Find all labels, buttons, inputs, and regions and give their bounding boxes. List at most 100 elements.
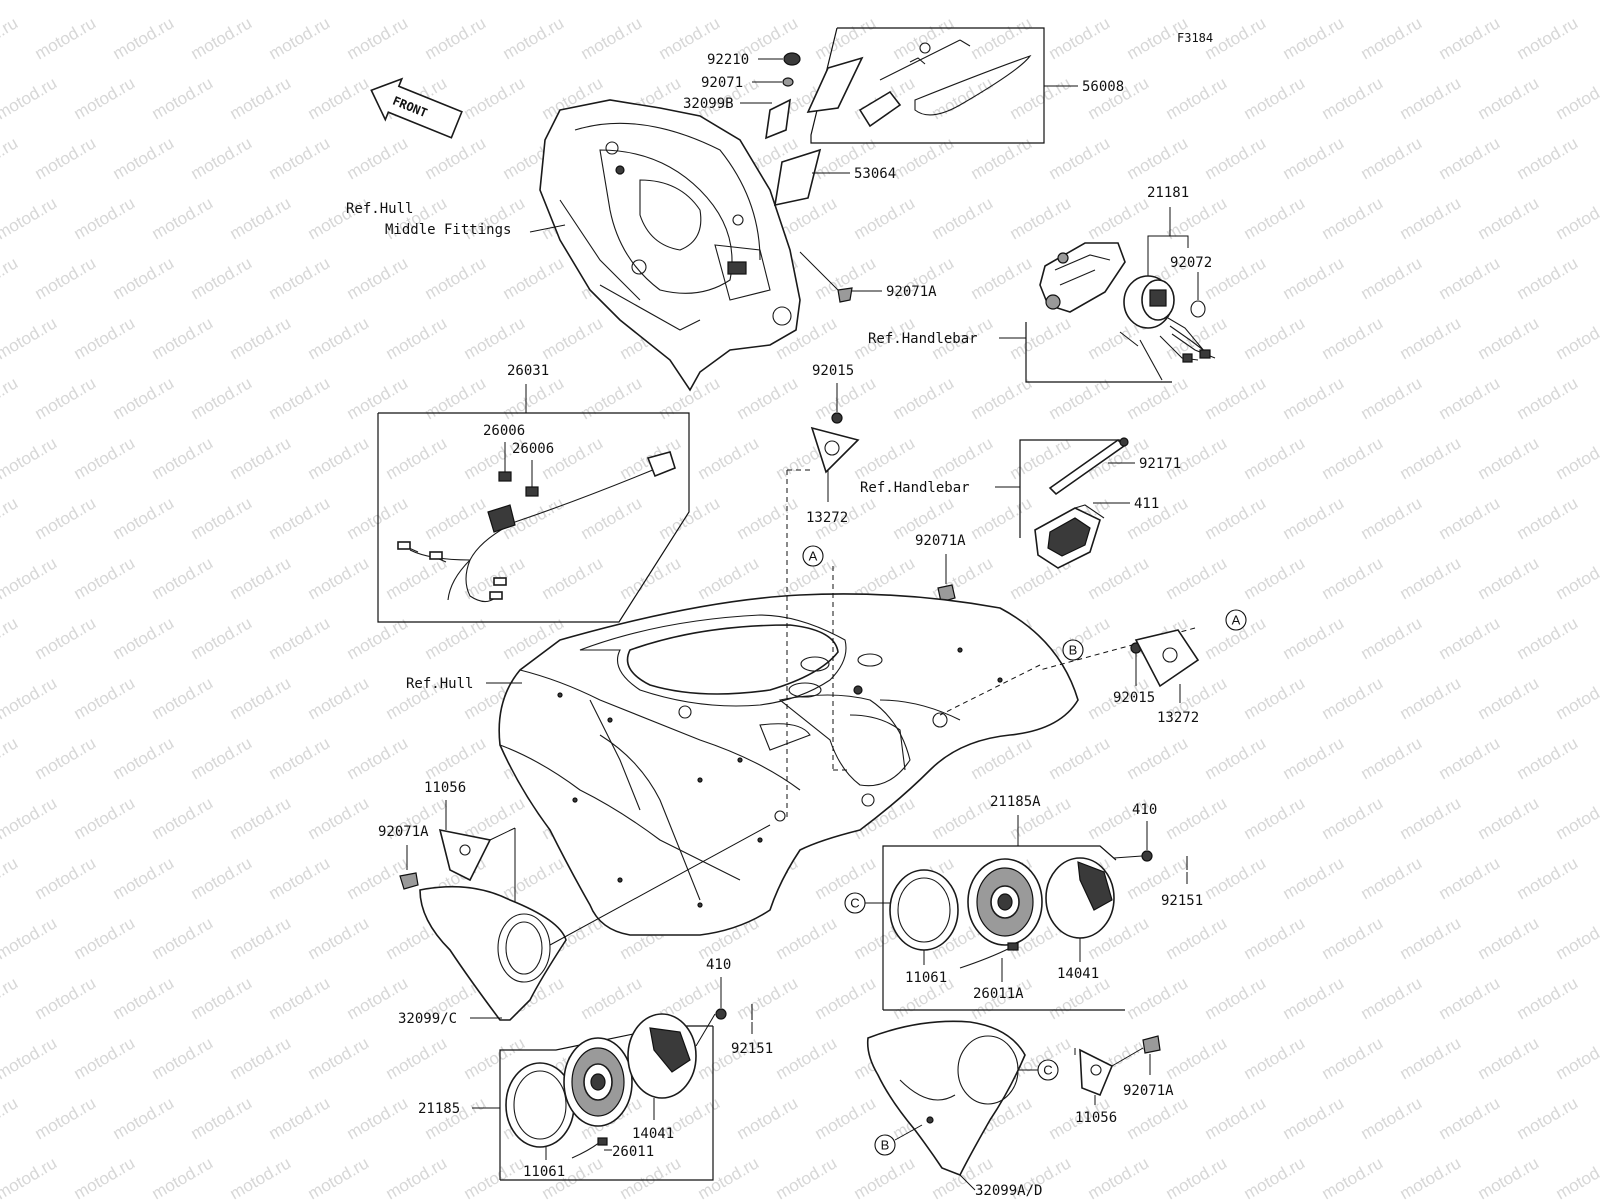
- watermark-text: motod.ru: [1514, 373, 1582, 423]
- label-ref-hull: Ref.Hull: [406, 676, 473, 692]
- label-53064: 53064: [854, 166, 896, 182]
- watermark-text: motod.ru: [227, 793, 295, 843]
- label-21185: 21185: [418, 1101, 460, 1117]
- watermark-text: motod.ru: [734, 1093, 802, 1143]
- spacer-32099b-icon: [765, 98, 791, 140]
- watermark-text: motod.ru: [773, 1033, 841, 1083]
- watermark-text: motod.ru: [149, 793, 217, 843]
- bracket-13272-right-icon: [1134, 629, 1200, 688]
- watermark-text: motod.ru: [1163, 1153, 1231, 1200]
- watermark-text: motod.ru: [188, 733, 256, 783]
- watermark-text: motod.ru: [227, 553, 295, 603]
- nut-92210-icon: [783, 52, 801, 66]
- watermark-text: motod.ru: [305, 913, 373, 963]
- speaker-21185-part: [505, 1013, 697, 1148]
- watermark-text: motod.ru: [1202, 493, 1270, 543]
- watermark-text: motod.ru: [266, 973, 334, 1023]
- watermark-text: motod.ru: [71, 1033, 139, 1083]
- watermark-text: motod.ru: [1436, 1093, 1504, 1143]
- watermark-text: motod.ru: [1163, 0, 1231, 3]
- watermark-text: motod.ru: [1358, 13, 1426, 63]
- label-21181: 21181: [1147, 185, 1189, 201]
- watermark-text: motod.ru: [188, 853, 256, 903]
- watermark-text: motod.ru: [0, 13, 21, 63]
- watermark-text: motod.ru: [695, 0, 763, 3]
- callout-a-top: [802, 545, 824, 567]
- label-ref-handlebar-2: Ref.Handlebar: [860, 480, 970, 496]
- label-92210: 92210: [707, 52, 749, 68]
- watermark-text: motod.ru: [1475, 193, 1543, 243]
- watermark-text: motod.ru: [812, 1093, 880, 1143]
- watermark-text: motod.ru: [968, 253, 1036, 303]
- watermark-text: motod.ru: [1319, 913, 1387, 963]
- label-410-right: 410: [1132, 802, 1157, 818]
- label-32099c: 32099/C: [398, 1011, 457, 1027]
- watermark-text: motod.ru: [0, 373, 21, 423]
- watermark-text: motod.ru: [500, 13, 568, 63]
- watermark-text: motod.ru: [773, 913, 841, 963]
- watermark-text: motod.ru: [1241, 0, 1309, 3]
- watermark-text: motod.ru: [1241, 793, 1309, 843]
- watermark-text: motod.ru: [344, 133, 412, 183]
- watermark-text: motod.ru: [1163, 73, 1231, 123]
- watermark-text: motod.ru: [1397, 73, 1465, 123]
- watermark-text: motod.ru: [1436, 973, 1504, 1023]
- watermark-text: motod.ru: [266, 1093, 334, 1143]
- watermark-text: motod.ru: [266, 493, 334, 543]
- terminal-26006-a-icon: [498, 471, 512, 482]
- watermark-text: motod.ru: [1280, 493, 1348, 543]
- watermark-text: motod.ru: [1475, 433, 1543, 483]
- watermark-text: motod.ru: [32, 133, 100, 183]
- watermark-text: motod.ru: [1319, 193, 1387, 243]
- label-410-bottom: 410: [706, 957, 731, 973]
- label-32099b: 32099B: [683, 96, 734, 112]
- watermark-text: motod.ru: [890, 133, 958, 183]
- watermark-text: motod.ru: [1046, 133, 1114, 183]
- watermark-text: motod.ru: [0, 493, 21, 543]
- watermark-text: motod.ru: [734, 973, 802, 1023]
- label-56008: 56008: [1082, 79, 1124, 95]
- watermark-text: motod.ru: [0, 1033, 60, 1083]
- watermark-text: motod.ru: [188, 973, 256, 1023]
- watermark-text: motod.ru: [32, 13, 100, 63]
- watermark-text: motod.ru: [461, 73, 529, 123]
- watermark-text: motod.ru: [71, 433, 139, 483]
- watermark-text: motod.ru: [71, 913, 139, 963]
- watermark-text: motod.ru: [578, 373, 646, 423]
- watermark-text: motod.ru: [695, 433, 763, 483]
- watermark-text: motod.ru: [1202, 133, 1270, 183]
- watermark-text: motod.ru: [1319, 673, 1387, 723]
- watermark-text: motod.ru: [305, 673, 373, 723]
- label-32099ad: 32099A/D: [975, 1183, 1042, 1199]
- watermark-text: motod.ru: [1163, 553, 1231, 603]
- watermark-text: motod.ru: [1202, 973, 1270, 1023]
- speaker-cover-32099ad-part: [866, 1020, 1026, 1177]
- label-14041-right: 14041: [1057, 966, 1099, 982]
- label-11061-right: 11061: [905, 970, 947, 986]
- callout-a-right: [1225, 609, 1247, 631]
- watermark-text: motod.ru: [1358, 973, 1426, 1023]
- watermark-text: motod.ru: [344, 373, 412, 423]
- callout-b-top: [1062, 639, 1084, 661]
- watermark-text: motod.ru: [1007, 433, 1075, 483]
- watermark-text: motod.ru: [0, 133, 21, 183]
- washer-410-right-icon: [1141, 850, 1153, 862]
- watermark-text: motod.ru: [227, 73, 295, 123]
- watermark-text: motod.ru: [305, 793, 373, 843]
- watermark-text: motod.ru: [1397, 553, 1465, 603]
- watermark-text: motod.ru: [0, 733, 21, 783]
- label-11056-bottom: 11056: [1075, 1110, 1117, 1126]
- watermark-text: motod.ru: [422, 493, 490, 543]
- watermark-text: motod.ru: [149, 913, 217, 963]
- watermark-text: motod.ru: [578, 13, 646, 63]
- label-26006-b: 26006: [512, 441, 554, 457]
- watermark-text: motod.ru: [0, 0, 60, 3]
- watermark-text: motod.ru: [617, 553, 685, 603]
- watermark-text: motod.ru: [1241, 193, 1309, 243]
- watermark-text: motod.ru: [773, 1153, 841, 1200]
- figure-code: F3184: [1177, 31, 1213, 45]
- watermark-text: motod.ru: [305, 1033, 373, 1083]
- watermark-text: motod.ru: [1280, 133, 1348, 183]
- watermark-text: motod.ru: [383, 1153, 451, 1200]
- watermark-text: motod.ru: [890, 13, 958, 63]
